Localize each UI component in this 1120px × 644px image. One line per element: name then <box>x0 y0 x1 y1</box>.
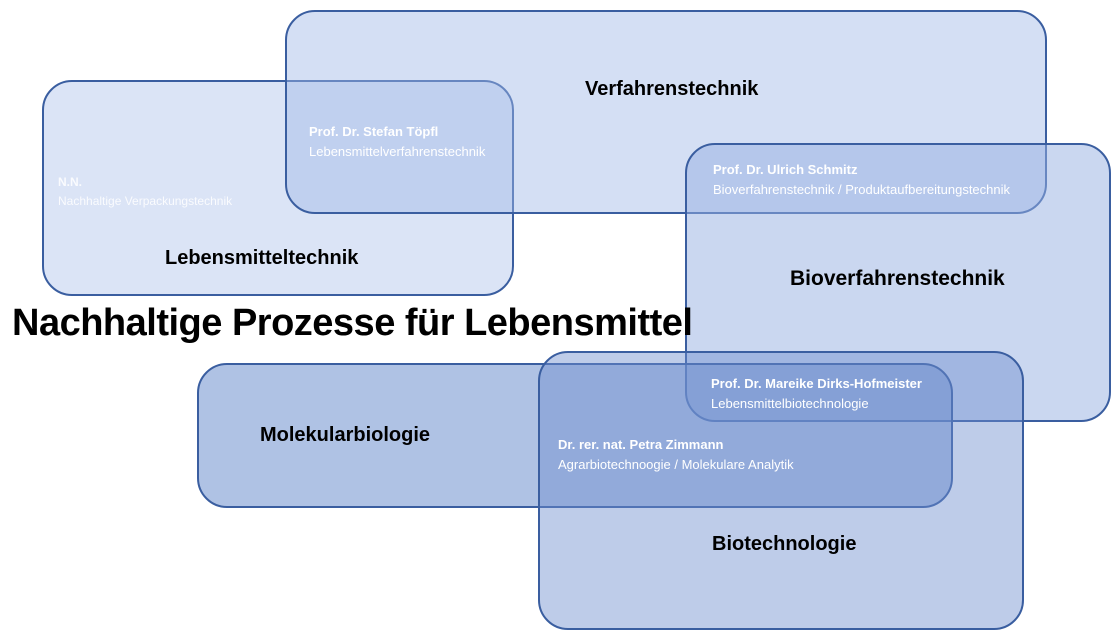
person-role: Nachhaltige Verpackungstechnik <box>58 194 233 208</box>
person-name: N.N. <box>58 175 82 189</box>
person-name: Prof. Dr. Mareike Dirks-Hofmeister <box>711 376 922 391</box>
person-name: Prof. Dr. Stefan Töpfl <box>309 124 439 139</box>
area-label-lebensmitteltechnik: Lebensmitteltechnik <box>165 247 359 269</box>
person-name: Prof. Dr. Ulrich Schmitz <box>713 162 858 177</box>
person-dirks-hofmeister: Prof. Dr. Mareike Dirks-Hofmeister Leben… <box>711 374 922 414</box>
area-label-molekularbiologie: Molekularbiologie <box>260 424 431 446</box>
person-name: Dr. rer. nat. Petra Zimmann <box>558 437 724 452</box>
person-zimmann: Dr. rer. nat. Petra Zimmann Agrarbiotech… <box>558 435 794 475</box>
person-role: Agrarbiotechnoogie / Molekulare Analytik <box>558 457 794 472</box>
person-role: Lebensmittelbiotechnologie <box>711 396 869 411</box>
box-lebensmitteltechnik <box>42 80 514 296</box>
page-title: Nachhaltige Prozesse für Lebensmittel <box>12 302 693 344</box>
person-nn: N.N. Nachhaltige Verpackungstechnik <box>58 173 232 211</box>
area-label-bioverfahrenstechnik: Bioverfahrenstechnik <box>790 267 1005 290</box>
box-molekularbiologie <box>197 363 953 508</box>
person-schmitz: Prof. Dr. Ulrich Schmitz Bioverfahrenste… <box>713 160 1010 200</box>
person-role: Lebensmittelverfahrenstechnik <box>309 144 486 159</box>
area-label-biotechnologie: Biotechnologie <box>712 533 857 555</box>
box-biotechnologie <box>538 351 1024 630</box>
person-role: Bioverfahrenstechnik / Produktaufbereitu… <box>713 182 1011 197</box>
area-label-verfahrenstechnik: Verfahrenstechnik <box>585 78 759 100</box>
person-toepfl: Prof. Dr. Stefan Töpfl Lebensmittelverfa… <box>309 122 485 162</box>
